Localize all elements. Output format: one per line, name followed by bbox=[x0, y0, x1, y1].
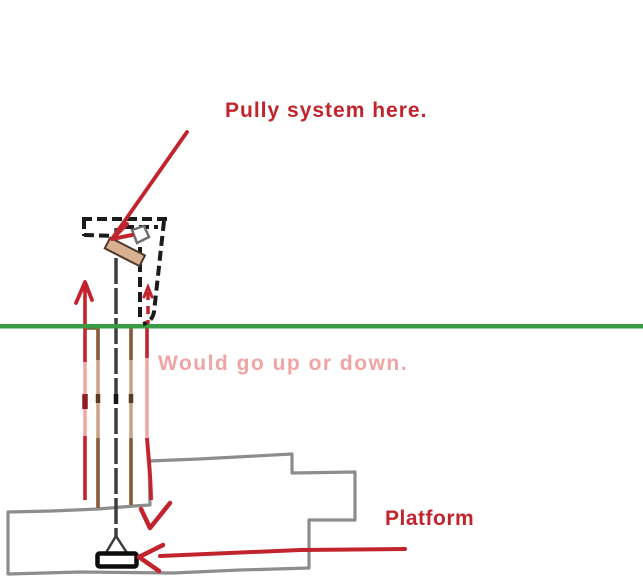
pulley-note-label: Pully system here. bbox=[225, 99, 428, 122]
arrowhead-left-icon bbox=[110, 222, 134, 241]
platform-box bbox=[95, 551, 139, 569]
motion-note-label: Would go up or down. bbox=[158, 352, 409, 375]
ground-line bbox=[0, 324, 643, 329]
arrowhead-up-icon bbox=[74, 280, 94, 305]
platform-label: Platform bbox=[385, 507, 475, 530]
up-arrow bbox=[74, 280, 94, 500]
platform-outline bbox=[6, 452, 357, 576]
pulley-hook-icon bbox=[130, 224, 151, 245]
pulley-annotation-arrow bbox=[110, 130, 189, 241]
arrowhead-down-icon bbox=[138, 500, 173, 531]
platform-annotation-arrow bbox=[136, 542, 407, 574]
travel-line bbox=[138, 282, 173, 531]
pulley-block bbox=[103, 236, 147, 268]
rope-left bbox=[86, 326, 101, 508]
arrowhead-up-small-icon bbox=[142, 282, 154, 299]
arrowhead-left-icon bbox=[136, 542, 166, 574]
